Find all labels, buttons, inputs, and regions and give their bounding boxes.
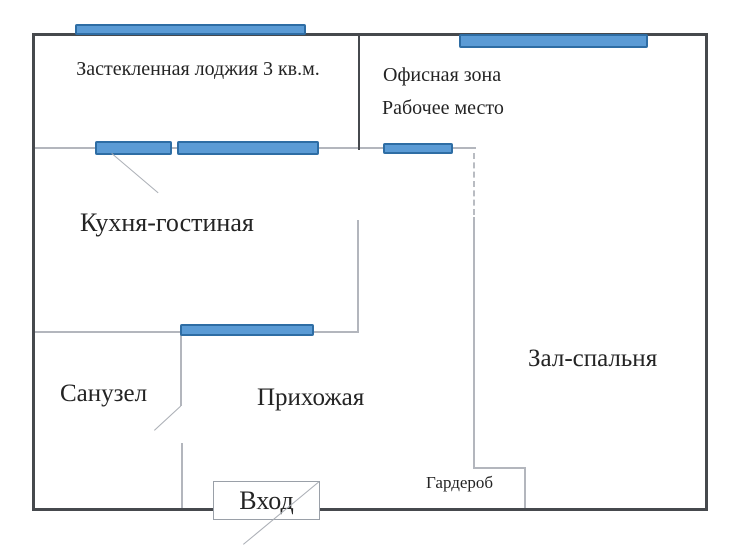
loggia-window-right xyxy=(177,141,319,155)
entrance-label: Вход xyxy=(239,485,294,515)
balcony-door-swing xyxy=(111,153,159,194)
office-zone-label: Офисная зона xyxy=(383,64,502,86)
office-window xyxy=(383,143,453,154)
window-top-left xyxy=(75,24,306,35)
hallway-opening xyxy=(180,324,314,336)
loggia-right-wall xyxy=(358,33,360,150)
hallway-label: Прихожая xyxy=(257,384,365,411)
bathroom-label: Санузел xyxy=(60,380,148,407)
loggia-window-left xyxy=(95,141,172,155)
workplace-label: Рабочее место xyxy=(382,97,504,119)
wall-left xyxy=(32,33,35,511)
wardrobe-label: Гардероб xyxy=(426,473,494,492)
bathroom-wall-lower xyxy=(181,443,183,509)
wall-bottom xyxy=(32,508,708,511)
hall-boundary-dashed-line xyxy=(473,153,475,215)
kitchen-living-label: Кухня-гостиная xyxy=(80,208,254,237)
hall-bedroom-label: Зал-спальня xyxy=(528,345,658,372)
wardrobe-right-wall xyxy=(524,467,526,509)
wall-top xyxy=(32,33,708,36)
bathroom-wall-upper xyxy=(180,332,182,406)
wardrobe-top-wall xyxy=(473,467,526,469)
kitchen-right-wall xyxy=(357,220,359,332)
wall-right xyxy=(705,33,708,511)
window-top-right xyxy=(459,34,648,48)
loggia-label: Застекленная лоджия 3 кв.м. xyxy=(76,58,320,80)
entrance-box: Вход xyxy=(213,481,320,520)
bathroom-door-swing xyxy=(154,405,182,431)
hall-left-wall xyxy=(473,217,475,468)
